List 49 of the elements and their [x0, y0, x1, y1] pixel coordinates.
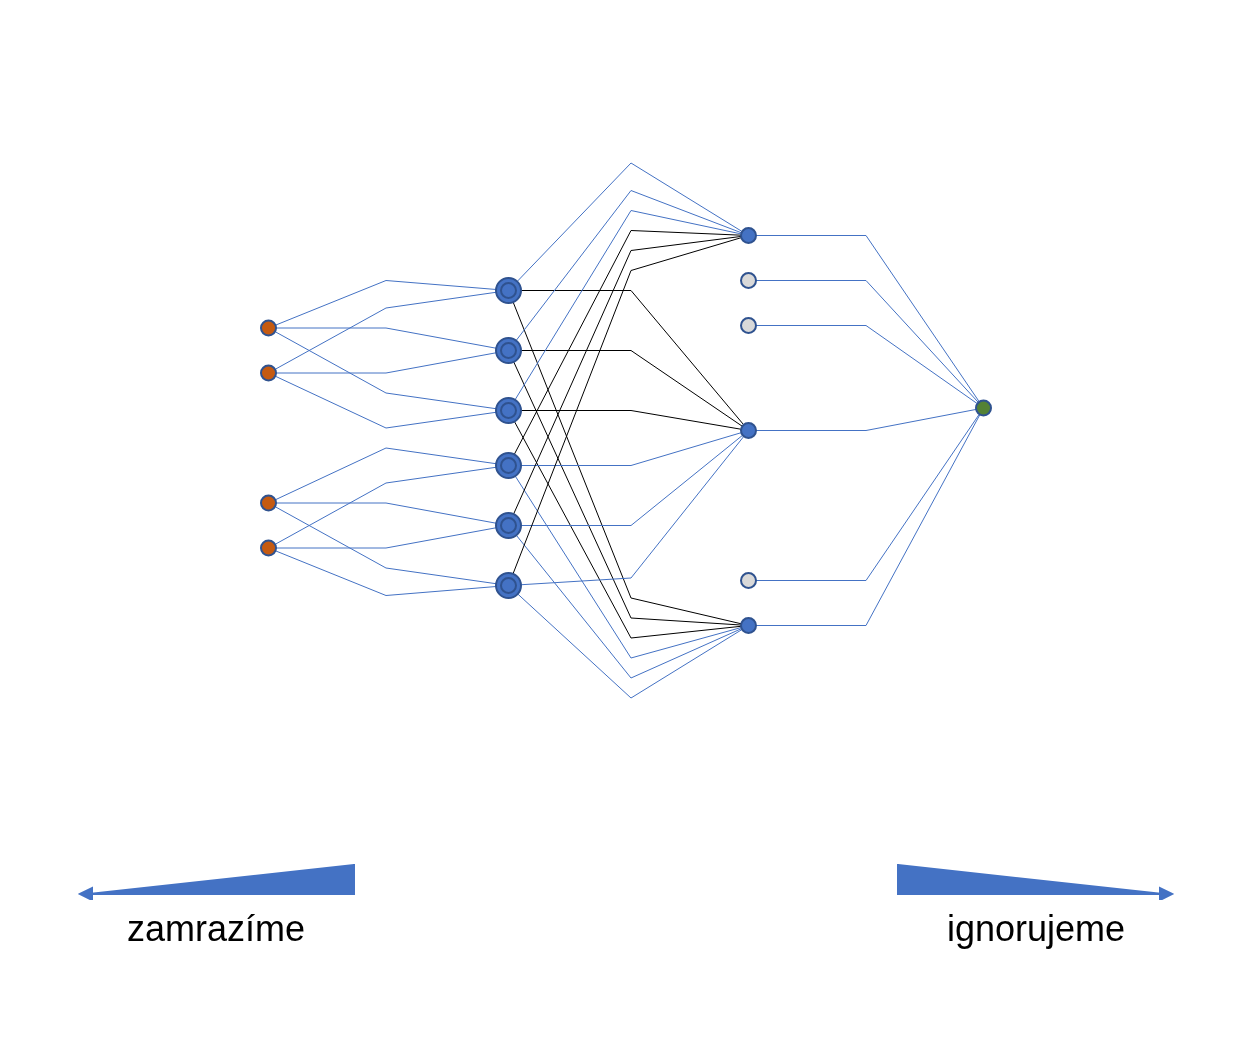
- node-circle: [260, 364, 277, 381]
- node-circle: [260, 539, 277, 556]
- note-text: ignorujeme: [946, 908, 1126, 950]
- node-circle: [495, 396, 522, 424]
- node-circle: [740, 226, 757, 244]
- connector: [513, 420, 742, 638]
- connector: [275, 526, 497, 548]
- connector: [515, 189, 742, 341]
- node-circle: [740, 571, 757, 589]
- connector: [513, 229, 742, 455]
- node-circle: [975, 399, 992, 416]
- node-circle: [495, 336, 522, 364]
- connector: [755, 279, 979, 403]
- connector: [513, 360, 742, 625]
- connector: [275, 502, 497, 524]
- connector: [274, 375, 497, 428]
- connector: [755, 234, 980, 402]
- node-circle: [495, 571, 522, 599]
- connector: [514, 475, 742, 658]
- note-text: zamrazíme: [127, 908, 305, 950]
- node-circle: [260, 319, 277, 336]
- node-circle: [740, 616, 757, 634]
- connector: [512, 236, 742, 574]
- connector: [274, 279, 497, 326]
- connector: [514, 209, 742, 400]
- connector: [517, 592, 743, 698]
- connector: [274, 549, 497, 596]
- node-circle: [495, 276, 522, 304]
- connector: [274, 447, 497, 500]
- node-circle: [740, 316, 757, 334]
- connector: [755, 413, 981, 626]
- connector: [274, 466, 497, 545]
- connector: [512, 301, 742, 624]
- node-circle: [740, 421, 757, 439]
- connector: [275, 351, 497, 373]
- node-circle: [260, 494, 277, 511]
- connector: [516, 162, 743, 282]
- connector: [755, 413, 980, 581]
- node-circle: [740, 271, 757, 289]
- connector: [275, 327, 497, 349]
- connector: [755, 324, 978, 404]
- connector: [755, 408, 977, 431]
- connector: [274, 505, 497, 584]
- node-circle: [495, 511, 522, 539]
- connector: [513, 235, 742, 515]
- connector: [515, 534, 743, 678]
- node-circle: [495, 451, 522, 479]
- connector: [274, 291, 497, 370]
- connector: [274, 330, 497, 409]
